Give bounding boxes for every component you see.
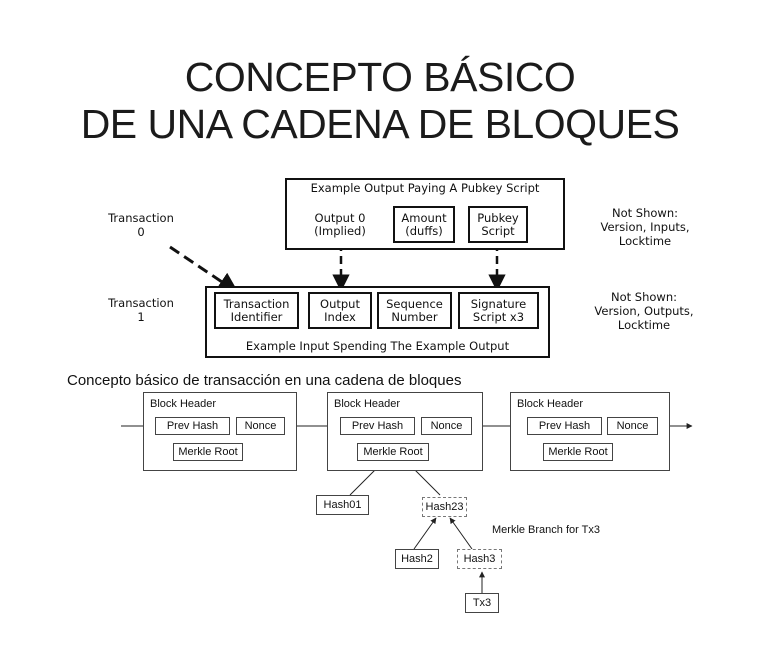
block-1-prev-hash-box: Prev Hash: [155, 417, 230, 435]
block-2-merkle-root: Merkle Root: [363, 446, 423, 458]
block-1-nonce: Nonce: [244, 420, 277, 432]
example-input-title: Example Input Spending The Example Outpu…: [245, 339, 510, 353]
page-title-line-1: CONCEPTO BÁSICO: [184, 54, 576, 100]
block-3-nonce-box: Nonce: [607, 417, 658, 435]
block-1-header: Block Header: [150, 398, 217, 410]
hash23-label: Hash23: [425, 501, 464, 513]
block-1-merkle-root: Merkle Root: [178, 446, 238, 458]
block-3-prev-hash-box: Prev Hash: [527, 417, 602, 435]
block-2-merkle-root-box: Merkle Root: [357, 443, 429, 461]
amount-field: Amount (duffs): [401, 210, 447, 238]
hash2-to-hash23-arrow: [413, 517, 437, 550]
sequence-number-field: Sequence Number: [386, 296, 443, 324]
block-2-prev-hash-box: Prev Hash: [340, 417, 415, 435]
block-2-header: Block Header: [334, 398, 401, 410]
hash01-box: Hash01: [316, 495, 369, 515]
sequence-number-box: Sequence Number: [377, 292, 452, 329]
block-3-header: Block Header: [517, 398, 584, 410]
txid-box: Transaction Identifier: [214, 292, 299, 329]
block-1-prev-hash: Prev Hash: [166, 420, 219, 432]
not-shown-bottom-note: Not Shown: Version, Outputs, Locktime: [594, 290, 694, 332]
signature-script-box: Signature Script x3: [458, 292, 539, 329]
tx3-label: Tx3: [472, 597, 492, 609]
output0-cell-wrap: Output 0 (Implied): [307, 206, 373, 243]
pubkey-script-field: Pubkey Script: [477, 210, 519, 238]
hash01-label: Hash01: [323, 499, 362, 511]
tx3-box: Tx3: [465, 593, 499, 613]
amount-field-box: Amount (duffs): [393, 206, 455, 243]
pubkey-script-box: Pubkey Script: [468, 206, 528, 243]
block-2-prev-hash: Prev Hash: [351, 420, 404, 432]
block-3-nonce: Nonce: [616, 420, 649, 432]
transaction-0-label: Transaction 0: [108, 211, 174, 239]
transaction-1-label: Transaction 1: [108, 296, 174, 324]
tx0-to-txid-arrow: [169, 245, 239, 294]
hash3-box: Hash3: [457, 549, 502, 569]
block-1-nonce-box: Nonce: [236, 417, 285, 435]
output-index-field: Output Index: [320, 296, 360, 324]
block-2-nonce: Nonce: [430, 420, 463, 432]
output-index-box: Output Index: [308, 292, 372, 329]
signature-script-field: Signature Script x3: [470, 296, 527, 324]
hash23-box: Hash23: [422, 497, 467, 517]
hash3-label: Hash3: [463, 553, 496, 565]
hash2-box: Hash2: [395, 549, 439, 569]
block-3-merkle-root: Merkle Root: [548, 446, 608, 458]
figure-caption: Concepto básico de transacción en una ca…: [67, 372, 462, 389]
page-title-line-2: DE UNA CADENA DE BLOQUES: [80, 101, 680, 147]
example-output-title: Example Output Paying A Pubkey Script: [310, 181, 540, 195]
not-shown-top-note: Not Shown: Version, Inputs, Locktime: [600, 206, 690, 248]
merkle-branch-label: Merkle Branch for Tx3: [492, 524, 601, 536]
output0-field: Output 0 (Implied): [314, 210, 366, 238]
transaction-identifier-field: Transaction Identifier: [223, 296, 290, 324]
block-3-prev-hash: Prev Hash: [538, 420, 591, 432]
hash2-label: Hash2: [401, 553, 433, 565]
block-2-nonce-box: Nonce: [421, 417, 472, 435]
block-1-merkle-root-box: Merkle Root: [173, 443, 243, 461]
hash3-to-hash23-arrow: [449, 517, 473, 550]
block-3-merkle-root-box: Merkle Root: [543, 443, 613, 461]
